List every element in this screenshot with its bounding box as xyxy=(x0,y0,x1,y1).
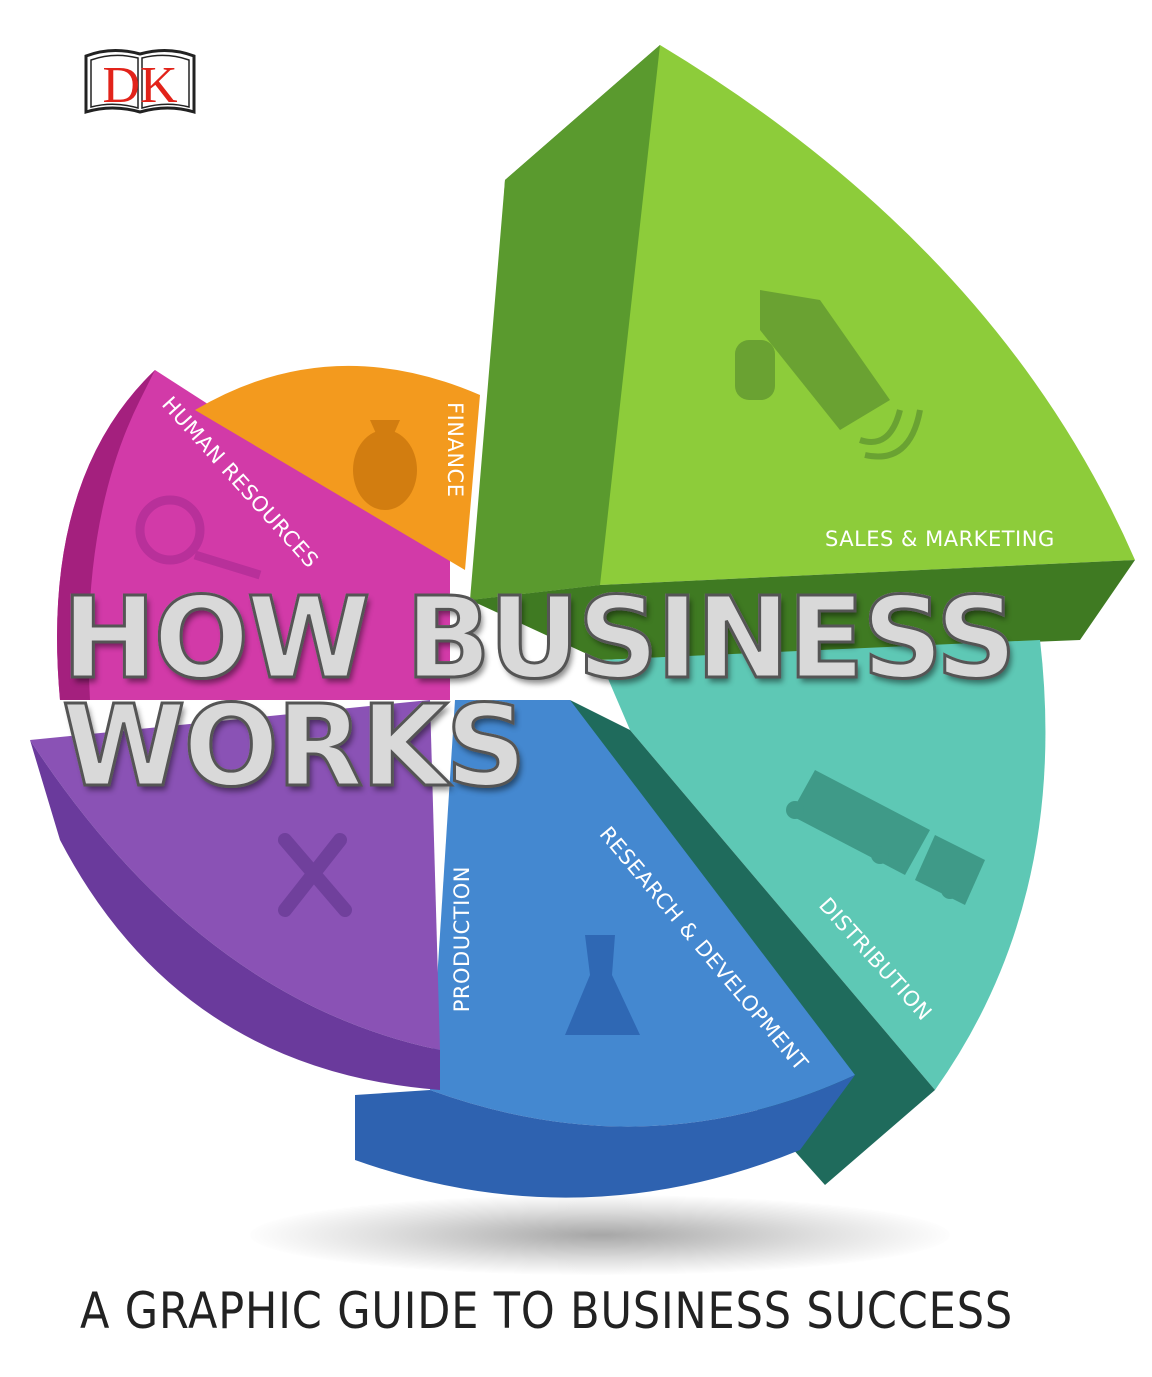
flask-icon xyxy=(565,935,640,1035)
money-bag-icon xyxy=(353,420,417,510)
label-sales-marketing: SALES & MARKETING xyxy=(825,527,1055,551)
truck-icon xyxy=(786,770,985,905)
segment-finance xyxy=(195,365,480,570)
title-line-1: HOW BUSINESS xyxy=(61,574,1019,704)
title-line-2: WORKS xyxy=(61,682,528,812)
open-book-icon: DK xyxy=(84,49,196,115)
segment-human-resources xyxy=(57,370,450,700)
segment-research-development xyxy=(355,700,855,1198)
magnifier-person-icon xyxy=(135,495,262,580)
book-subtitle: A GRAPHIC GUIDE TO BUSINESS SUCCESS xyxy=(80,1282,1014,1340)
book-title: HOW BUSINESS WORKS xyxy=(61,574,1102,812)
label-finance: FINANCE xyxy=(443,402,467,498)
svg-text:DK: DK xyxy=(102,57,178,114)
megaphone-icon xyxy=(735,290,923,460)
dk-logo: DK xyxy=(82,46,198,118)
pie-shadow xyxy=(250,1195,950,1275)
tools-icon xyxy=(278,833,352,917)
segment-production xyxy=(30,700,440,1090)
label-production: PRODUCTION xyxy=(450,866,474,1013)
